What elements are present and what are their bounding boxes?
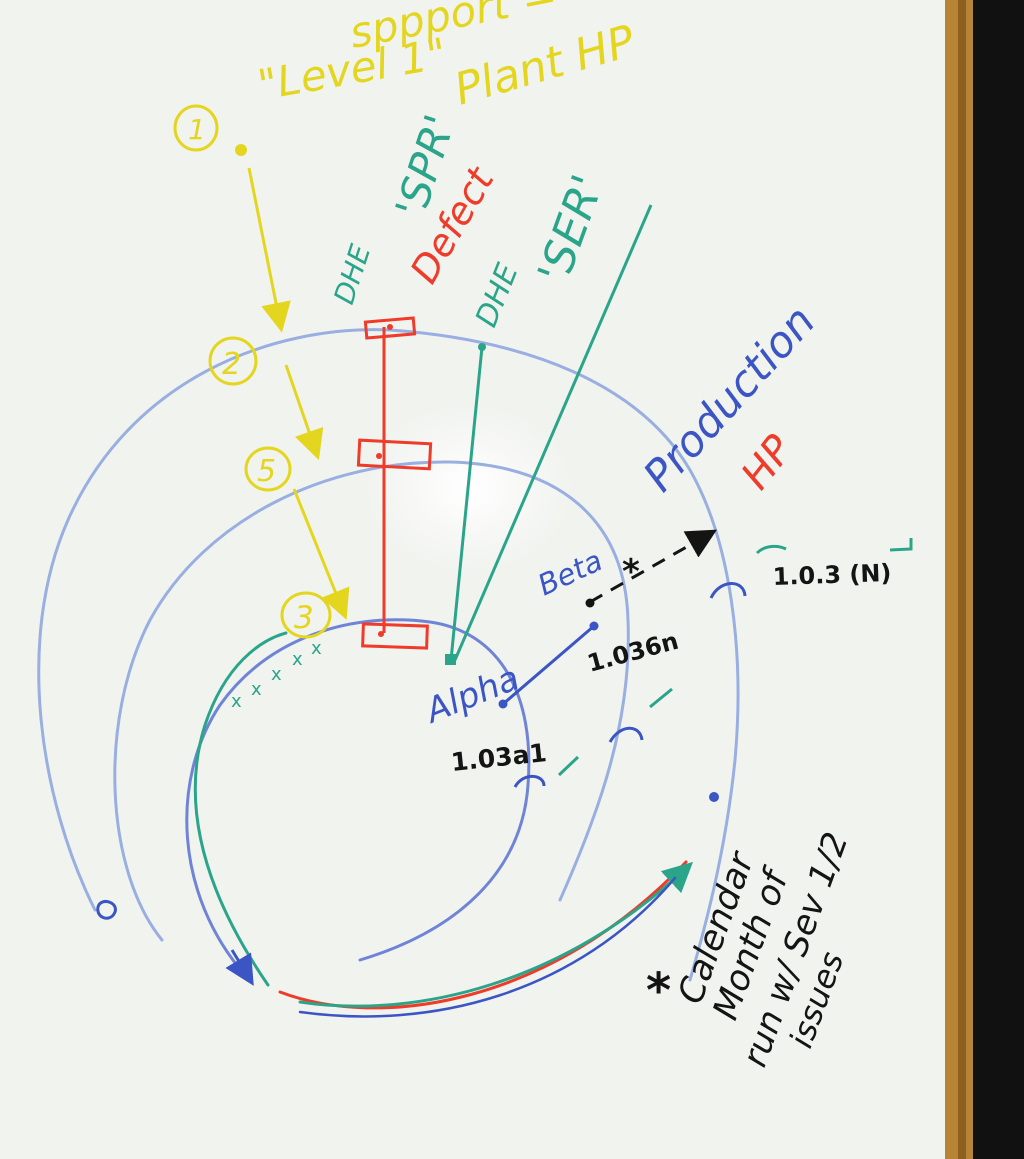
dark-wall-strip [973, 0, 1024, 1159]
yellow-step-arrow-1 [247, 167, 291, 333]
step-marker-2-label: 2 [222, 347, 241, 382]
outer-blue-loop [37, 328, 740, 982]
red-box-bottom [361, 622, 429, 650]
black-arrow-start-dot [585, 598, 595, 608]
board-surface [0, 0, 964, 1159]
blue-return-arc [298, 876, 677, 1018]
teal-check-mark-3 [755, 544, 787, 555]
black-asterisk-arrow [589, 529, 718, 604]
version-tick-1 [513, 774, 546, 788]
step-marker-2-circle [208, 336, 258, 386]
yellow-step-arrow-2 [284, 364, 324, 461]
step-marker-1-label: 1 [188, 113, 206, 146]
cross-mark-5: x [311, 638, 322, 659]
inner-cross-marks: x x x x x [231, 638, 322, 712]
step-marker-3: 3 [280, 591, 332, 639]
step-marker-2: 2 [208, 336, 258, 386]
teal-bottom-node [445, 654, 456, 665]
step-marker-5-circle [244, 446, 292, 492]
version-tick-2 [608, 726, 644, 743]
board-frame-inner [958, 0, 966, 1159]
step-marker-1-dot [235, 144, 247, 156]
teal-lower-arc [193, 631, 288, 987]
teal-check-mark-2 [649, 687, 673, 709]
blue-arrowhead-left [96, 899, 117, 920]
teal-vertical-line [449, 346, 484, 661]
blue-version-start-dot [498, 699, 508, 709]
inner-blue-loop [185, 618, 531, 977]
step-marker-5: 5 [244, 446, 292, 492]
step-marker-5-label: 5 [257, 454, 276, 489]
red-box-top-dot [387, 324, 393, 330]
teal-diagonal-line [453, 204, 653, 661]
cross-mark-3: x [271, 664, 282, 685]
blue-arrowhead-mid [225, 949, 254, 986]
step-marker-3-circle [280, 591, 332, 639]
yellow-step-arrow-3 [292, 488, 350, 620]
cross-mark-2: x [251, 679, 262, 700]
lower-left-arrowheads [96, 899, 254, 986]
red-box-bottom-dot [378, 631, 384, 637]
step-marker-3-label: 3 [294, 600, 314, 636]
red-box-mid-dot [376, 453, 382, 459]
version-tick-3 [709, 582, 747, 599]
red-box-top [363, 316, 417, 340]
cross-mark-4: x [292, 649, 303, 670]
teal-corner-mark [889, 538, 913, 552]
middle-blue-loop [113, 460, 630, 942]
blue-version-end-dot [589, 621, 599, 631]
teal-check-mark-1 [557, 755, 580, 777]
blue-version-link [502, 624, 595, 706]
teal-top-dot [478, 343, 486, 351]
asterisk-main: * [622, 552, 640, 592]
blue-orbit-dot [709, 792, 719, 802]
step-marker-1-circle [173, 104, 219, 152]
cross-mark-1: x [231, 691, 242, 712]
version-production: 1.0.3 (N) [772, 559, 892, 591]
red-box-mid [356, 438, 433, 471]
asterisk-footnote: * [646, 963, 671, 1019]
step-marker-1: 1 [173, 104, 247, 156]
teal-return-arc [298, 861, 694, 1008]
